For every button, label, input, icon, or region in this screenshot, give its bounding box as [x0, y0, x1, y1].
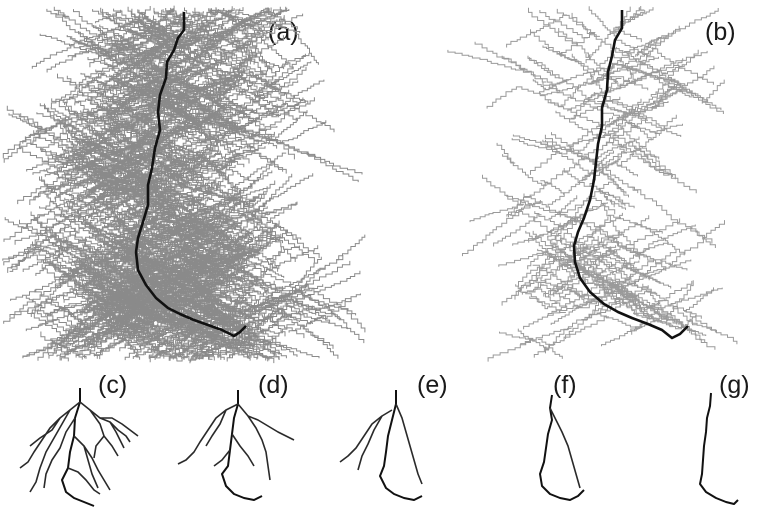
panel-label-e: (e): [417, 371, 448, 399]
tributary-segment: [260, 173, 312, 206]
tributary-segment: [336, 235, 365, 260]
panel-label-b: (b): [705, 18, 736, 46]
panel-b: (b): [448, 6, 737, 362]
panel-label-c: (c): [98, 371, 127, 399]
tributary-segment: [332, 314, 364, 343]
main-channel-c: [62, 388, 94, 506]
tributary-segment: [628, 124, 651, 141]
tributary-segment: [503, 154, 547, 185]
panel-label-d: (d): [258, 371, 289, 399]
panel-f: (f): [540, 371, 584, 500]
tributary-segment: [586, 54, 621, 86]
main-channel-g: [700, 393, 738, 504]
panel-g: (g): [700, 371, 750, 504]
tributary-segment: [518, 329, 549, 350]
tributary-segment: [507, 15, 567, 48]
tributary-segment: [463, 212, 523, 257]
panel-label-g: (g): [719, 371, 750, 399]
tributary-segment: [488, 340, 535, 361]
tributary-segment: [663, 50, 698, 79]
main-channel-e: [380, 390, 422, 500]
tributary-segment: [639, 7, 644, 10]
tributary-segment: [545, 150, 598, 187]
tributary-segment: [497, 143, 515, 163]
main-channel-f: [540, 395, 584, 500]
panel-a: (a): [3, 6, 365, 364]
tributary-segment: [487, 87, 522, 109]
tributary-segment: [531, 152, 560, 175]
tributary-segment: [566, 293, 615, 339]
tributaries-a: [3, 6, 365, 364]
tributary-segment: [3, 249, 38, 261]
tributary-segment: [556, 111, 602, 138]
tributary-segment: [285, 146, 362, 175]
panel-label-f: (f): [553, 371, 577, 399]
tributary-segment: [278, 120, 326, 142]
tributary-segment: [602, 324, 645, 347]
tributary-segment: [297, 325, 338, 358]
main-channel-d: [222, 390, 262, 500]
tributary-segment: [668, 220, 724, 264]
tributary-segment: [611, 163, 637, 177]
tributary-segment: [516, 284, 548, 308]
panel-e: (e): [340, 371, 448, 500]
tributary-segment: [448, 50, 530, 72]
tributary-segment: [609, 143, 696, 194]
tributary-segment: [569, 132, 619, 147]
panel-d: (d): [178, 371, 294, 500]
tributary-segment: [64, 358, 69, 361]
panel-c: (c): [20, 371, 138, 506]
